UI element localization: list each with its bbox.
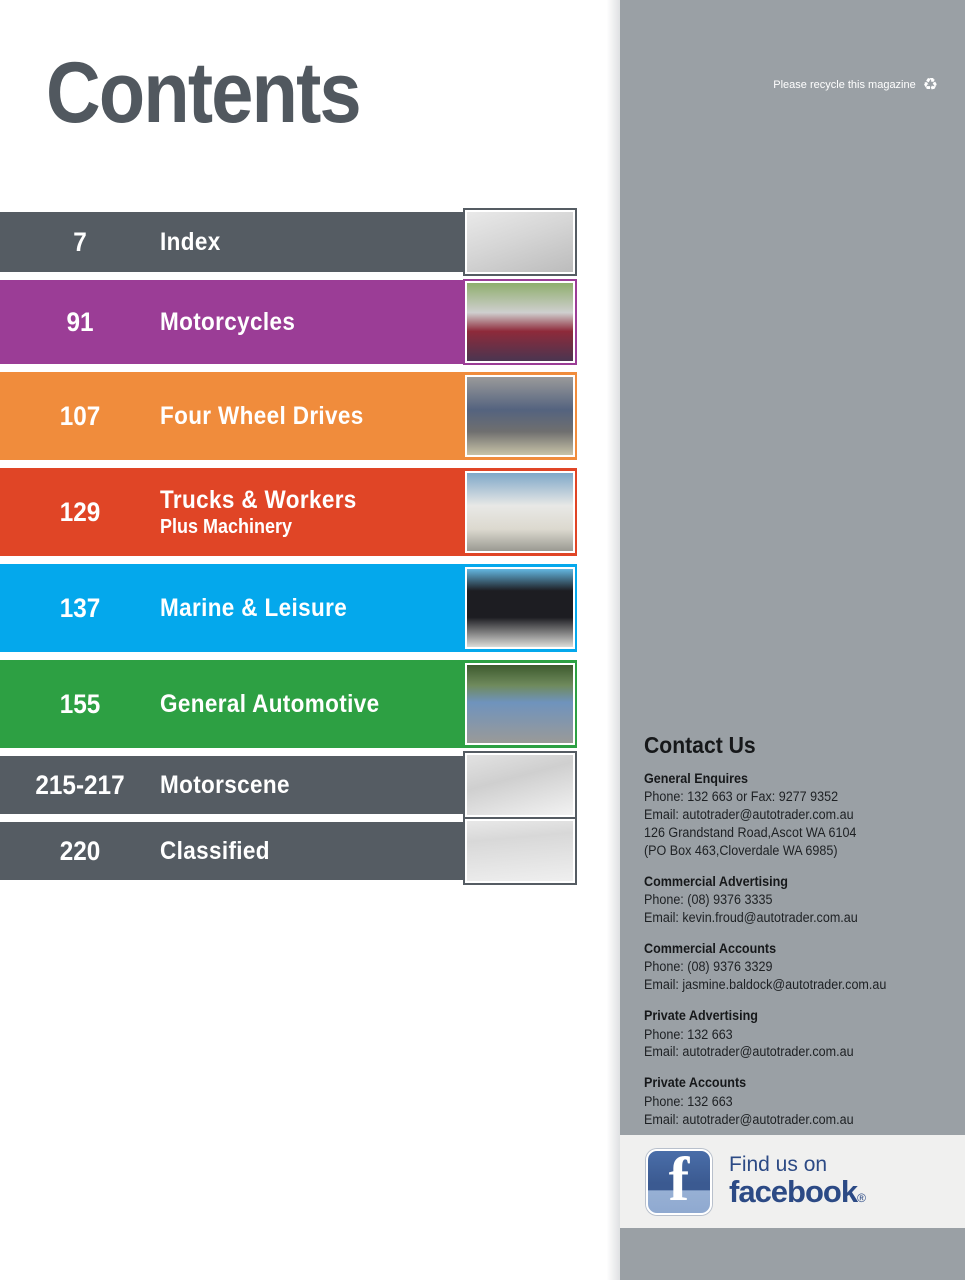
toc-page-number: 220 <box>59 835 101 866</box>
toc-thumbnail <box>465 471 575 553</box>
toc-thumbnail <box>465 281 575 363</box>
facebook-logo-icon: f <box>646 1146 712 1215</box>
toc-row[interactable]: 91 Motorcycles <box>0 280 577 364</box>
toc-thumbnail <box>465 819 575 883</box>
contact-group-title: General Enquires <box>644 771 748 786</box>
toc-section-sublabel: Plus Machinery <box>160 515 293 538</box>
contact-detail-line: Phone: 132 663 or Fax: 9277 9352 <box>644 789 839 805</box>
recycle-icon: ♻ <box>922 75 938 94</box>
toc-page-number: 107 <box>59 400 101 431</box>
contact-group-title: Private Accounts <box>644 1075 747 1091</box>
toc-row[interactable]: 107 Four Wheel Drives <box>0 372 577 460</box>
toc-thumbnail <box>465 753 575 817</box>
toc-thumbnail <box>465 210 575 274</box>
toc-row[interactable]: 155 General Automotive <box>0 660 577 748</box>
facebook-banner[interactable]: f Find us on facebook® <box>620 1135 965 1228</box>
toc-row[interactable]: 7 Index <box>0 210 577 274</box>
toc-section-label: Four Wheel Drives <box>160 401 364 430</box>
toc-row[interactable]: 215-217 Motorscene <box>0 753 577 817</box>
toc-label-group: Four Wheel Drives <box>160 402 577 431</box>
contact-detail-line: (PO Box 463,Cloverdale WA 6985) <box>644 843 838 859</box>
facebook-text-block: Find us on facebook® <box>729 1153 866 1210</box>
blue-pickup-truck-photo <box>467 377 573 455</box>
recycle-notice-label: Please recycle this magazine <box>773 78 916 91</box>
contact-detail-line: Email: kevin.froud@autotrader.com.au <box>644 910 858 926</box>
contents-column: Contents 7 Index 91 Motorcycles 107 Four Whee… <box>0 45 620 888</box>
toc-page-number: 7 <box>73 226 87 257</box>
toc-label-group: Classified <box>160 837 577 866</box>
index-listing-photo <box>467 212 573 272</box>
blue-classic-car-photo <box>467 665 573 743</box>
facebook-wordmark: facebook® <box>729 1174 866 1210</box>
contact-detail-line: 126 Grandstand Road,Ascot WA 6104 <box>644 825 857 841</box>
page-title: Contents <box>46 45 362 141</box>
toc-page-number: 155 <box>59 688 101 719</box>
toc-thumbnail <box>465 567 575 649</box>
toc-section-label: Index <box>160 227 221 256</box>
toc-row[interactable]: 137 Marine & Leisure <box>0 564 577 652</box>
recycle-notice: Please recycle this magazine ♻ <box>773 76 938 93</box>
toc-section-label: General Automotive <box>160 689 380 718</box>
contact-detail-line: Email: autotrader@autotrader.com.au <box>644 807 854 823</box>
toc-thumbnail <box>465 663 575 745</box>
toc-label-group: Index <box>160 228 577 257</box>
contact-us-heading: Contact Us <box>644 732 756 758</box>
contact-group-title: Private Advertising <box>644 1008 758 1024</box>
contact-detail-line: Email: jasmine.baldock@autotrader.com.au <box>644 977 887 993</box>
white-flatbed-truck-photo <box>467 473 573 551</box>
contact-detail-line: Email: autotrader@autotrader.com.au <box>644 1111 854 1127</box>
toc-section-label: Classified <box>160 836 270 865</box>
motorscene-pages-photo <box>467 755 573 815</box>
toc-section-label: Marine & Leisure <box>160 593 348 622</box>
toc-page-number: 215-217 <box>35 769 125 800</box>
toc-thumbnail <box>465 375 575 457</box>
covered-boat-trailer-photo <box>467 569 573 647</box>
facebook-wordmark-text: facebook <box>729 1174 858 1210</box>
toc-label-group: Motorscene <box>160 771 577 800</box>
toc-label-group: General Automotive <box>160 690 577 719</box>
toc-label-group: Marine & Leisure <box>160 594 577 623</box>
toc-section-label: Motorcycles <box>160 307 296 336</box>
registered-mark: ® <box>857 1191 866 1206</box>
contact-detail-line: Phone: 132 663 <box>644 1026 733 1042</box>
toc-page-number: 137 <box>59 592 101 623</box>
motorcycle-sidecar-photo <box>467 283 573 361</box>
classified-pages-photo <box>467 821 573 881</box>
contact-detail-line: Phone: (08) 9376 3329 <box>644 959 773 975</box>
contact-detail-line: Phone: 132 663 <box>644 1093 733 1109</box>
toc-page-number: 129 <box>59 496 101 527</box>
contact-group-title: Commercial Accounts <box>644 941 777 957</box>
toc-page-number: 91 <box>66 306 94 337</box>
toc-label-group: Motorcycles <box>160 308 577 337</box>
contact-group-title: Commercial Advertising <box>644 874 788 890</box>
facebook-f-glyph: f <box>668 1146 690 1215</box>
toc-section-label: Motorscene <box>160 770 290 799</box>
sidebar-panel <box>620 0 965 1280</box>
contact-detail-line: Phone: (08) 9376 3335 <box>644 892 773 908</box>
contact-detail-line: Email: autotrader@autotrader.com.au <box>644 1044 854 1060</box>
toc-row[interactable]: 220 Classified <box>0 819 577 883</box>
toc-section-label: Trucks & Workers <box>160 485 357 514</box>
facebook-find-us-on-label: Find us on <box>729 1153 828 1177</box>
